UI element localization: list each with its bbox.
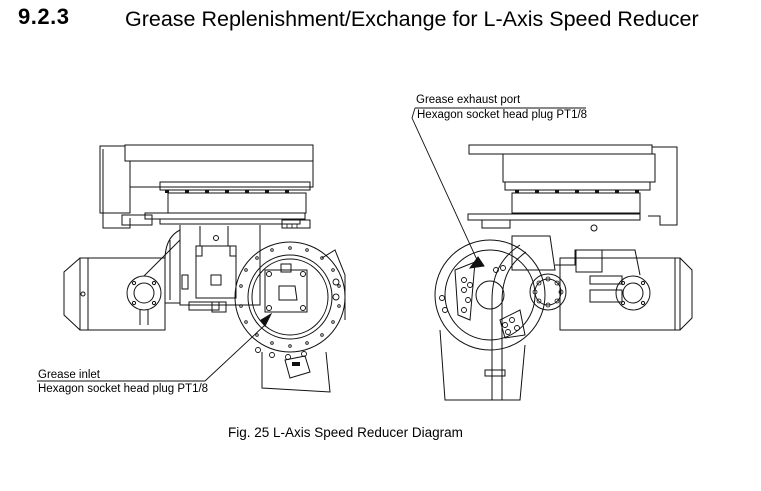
exhaust-leader-line <box>412 108 478 262</box>
left-motor <box>80 258 165 330</box>
left-side-bracket <box>100 146 130 213</box>
inlet-leader-line <box>37 325 265 381</box>
section-number: 9.2.3 <box>18 4 70 29</box>
leader-lines <box>37 108 586 381</box>
figure-caption: Fig. 25 L-Axis Speed Reducer Diagram <box>228 425 463 440</box>
right-motor <box>560 258 680 330</box>
exhaust-port-label: Grease exhaust port <box>416 94 521 106</box>
grease-inlet-label: Grease inlet <box>38 369 101 381</box>
right-view-drawing <box>435 145 692 400</box>
right-reducer-disk <box>435 240 545 350</box>
exhaust-plug-label: Hexagon socket head plug PT1/8 <box>417 109 588 121</box>
section-title: Grease Replenishment/Exchange for L-Axis… <box>125 7 699 31</box>
left-view-drawing <box>64 145 345 392</box>
left-top-plate <box>125 145 313 161</box>
inlet-plug-label: Hexagon socket head plug PT1/8 <box>38 383 209 395</box>
right-top-plate <box>469 145 652 154</box>
